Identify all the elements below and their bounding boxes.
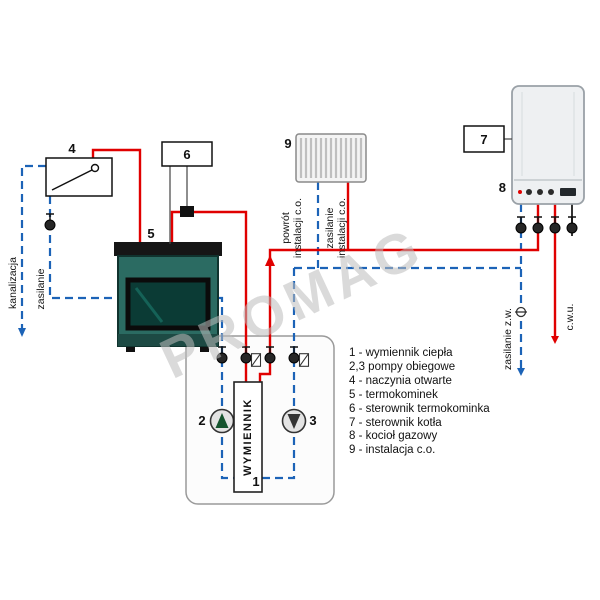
- water-meter-zw: [515, 306, 527, 318]
- arrow-kanalizacja-down: [18, 328, 26, 337]
- heat-exchanger-body: [233, 381, 263, 493]
- legend-item: 1 - wymiennik ciepła: [349, 347, 453, 359]
- heat-exchanger-label: WYMIENNIK: [242, 398, 254, 476]
- label-4: 4: [68, 141, 76, 156]
- label-5: 5: [147, 226, 154, 241]
- label-3: 3: [309, 413, 316, 428]
- pump-right: [281, 408, 307, 434]
- label-cwu: c.w.u.: [564, 304, 576, 331]
- boiler-led: [518, 190, 522, 194]
- boiler-body: [511, 85, 585, 205]
- boiler-display: [560, 188, 576, 196]
- label-7: 7: [480, 132, 487, 147]
- radiator: [295, 133, 367, 183]
- gas-boiler: [511, 85, 585, 205]
- pipe-fireplace-supply: [170, 210, 248, 382]
- pipe-fill-water: [48, 196, 118, 300]
- float-arm: [51, 168, 95, 191]
- pipe-safety-to-vessel: [91, 148, 142, 252]
- expansion-vessel: [45, 157, 113, 197]
- arrow-cwu-down: [551, 336, 559, 344]
- label-powrot-co-2: instalacji c.o.: [292, 198, 304, 258]
- valve-gas: [566, 216, 578, 234]
- label-8: 8: [499, 180, 506, 195]
- pump-rotor-down: [287, 414, 301, 429]
- label-powrot-co-1: powrót: [280, 212, 292, 244]
- fireplace-base: [118, 334, 218, 346]
- valve-fill-line: [44, 213, 56, 231]
- legend-item: 9 - instalacja c.o.: [349, 444, 436, 457]
- legend: 1 - wymiennik ciepła 2,3 pompy obiegowe …: [349, 347, 595, 458]
- check-valve-right: [298, 353, 310, 367]
- legend-item: 4 - naczynia otwarte: [349, 374, 452, 387]
- pump-left: [209, 408, 235, 434]
- radiator-fins: [299, 138, 363, 178]
- valve-boiler-supply: [532, 216, 544, 234]
- fireplace-leg: [200, 344, 209, 352]
- boiler-knob: [537, 189, 543, 195]
- pipe-sensor: [180, 206, 194, 217]
- valve-boiler-return: [515, 216, 527, 234]
- legend-item: 6 - sterownik termokominka: [349, 402, 490, 415]
- valve-cwu: [549, 216, 561, 234]
- check-valve-left: [250, 353, 262, 367]
- legend-item: 5 - termokominek: [349, 388, 438, 401]
- legend-item: 8 - kocioł gazowy: [349, 430, 438, 443]
- boiler-controller-box: [463, 125, 505, 153]
- legend-item: 7 - sterownik kotła: [349, 416, 442, 429]
- fireplace-controller: [161, 141, 213, 244]
- float-ball: [90, 163, 100, 173]
- label-2: 2: [198, 413, 205, 428]
- glass-shine: [134, 287, 164, 323]
- legend-item: 2,3 pompy obiegowe: [349, 360, 456, 373]
- arrow-ch-supply-up: [265, 255, 275, 266]
- fireplace-leg: [126, 344, 135, 352]
- fireplace-window: [125, 277, 211, 331]
- label-1: 1: [252, 474, 259, 489]
- label-zasilanie-co-2: instalacji c.o.: [336, 198, 348, 258]
- fireplace-hood: [114, 242, 222, 256]
- label-6: 6: [183, 147, 190, 162]
- label-zasilanie-zw: zasilanie z.w.: [502, 308, 514, 370]
- boiler-controller: [463, 125, 512, 153]
- fireplace-controller-box: [161, 141, 213, 167]
- label-9: 9: [284, 136, 291, 151]
- fireplace: [114, 242, 222, 352]
- boiler-knob: [526, 189, 532, 195]
- label-zasilanie: zasilanie: [35, 268, 47, 309]
- label-zasilanie-co-1: zasilanie: [324, 207, 336, 248]
- pipe-exchanger-secondary-return: [262, 268, 296, 480]
- pipe-kanalizacja: [20, 164, 46, 330]
- pipe-ch-supply: [258, 204, 540, 382]
- pipe-fireplace-return: [218, 296, 234, 480]
- label-kanalizacja: kanalizacja: [7, 257, 19, 309]
- arrow-zw-down: [517, 368, 525, 376]
- pump-rotor-up: [215, 413, 229, 428]
- boiler-knob: [548, 189, 554, 195]
